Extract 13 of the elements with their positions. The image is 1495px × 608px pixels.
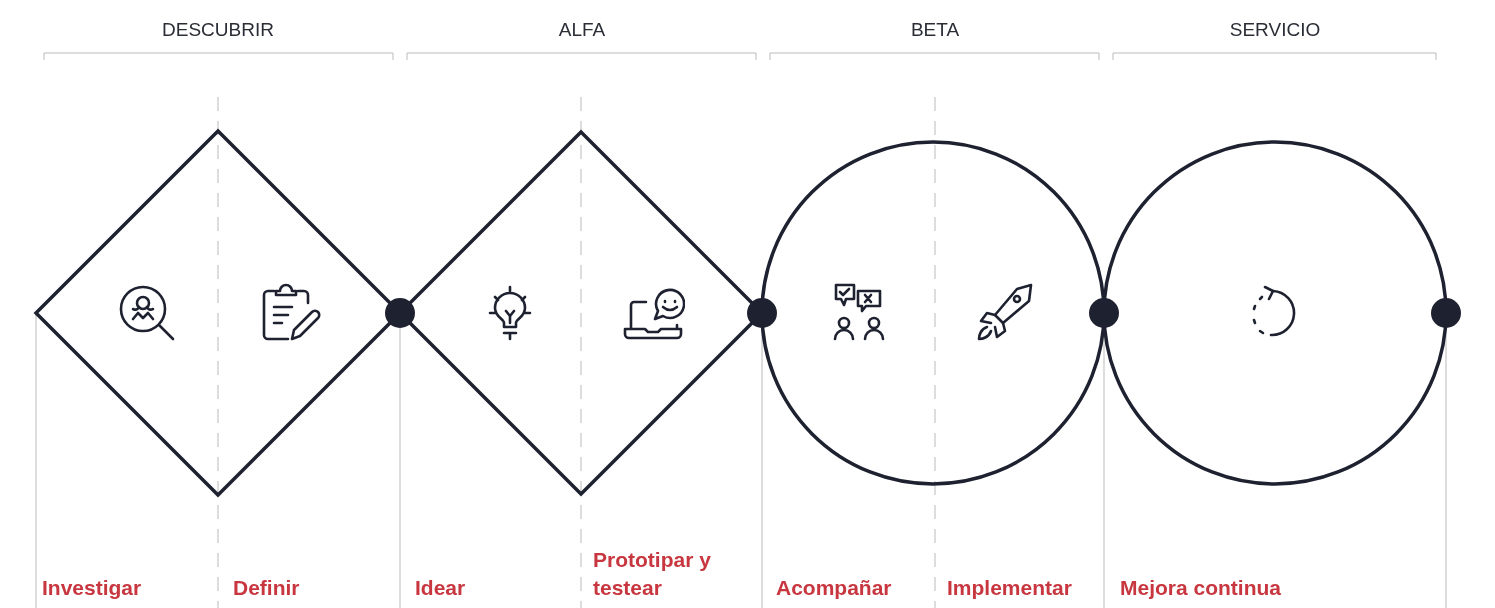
stage-label: Definir	[233, 575, 301, 601]
stage-label: Acompañar	[776, 575, 893, 601]
circle-shape	[1102, 140, 1448, 486]
stage-label: Prototipar y testear	[593, 547, 712, 601]
phase-heading: BETA	[910, 19, 960, 41]
stage-label: Mejora continua	[1120, 575, 1283, 601]
phase-heading: ALFA	[558, 19, 606, 41]
stage-label: Investigar	[42, 575, 143, 601]
stage-label: Implementar	[947, 575, 1073, 601]
phase-heading: DESCUBRIR	[162, 19, 274, 41]
circle-shape	[760, 140, 1106, 486]
phase-heading: SERVICIO	[1229, 19, 1321, 41]
stage-label: Idear	[415, 575, 467, 601]
